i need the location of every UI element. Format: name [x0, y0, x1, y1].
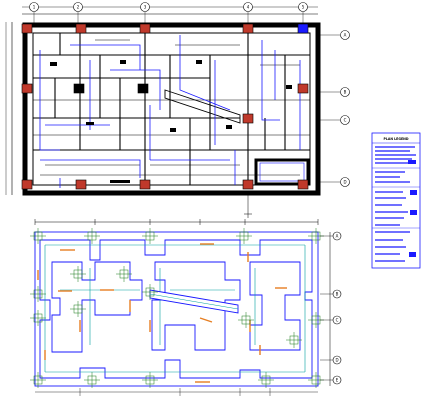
svg-text:B: B	[344, 90, 347, 95]
plan-legend: PLAN LEGEND	[371, 132, 421, 269]
grid-bubble-d: D	[340, 177, 350, 187]
legend-title: PLAN LEGEND	[384, 137, 409, 141]
svg-text:C: C	[336, 318, 339, 323]
grid-bubble-a: A	[340, 30, 350, 40]
svg-text:A: A	[336, 234, 339, 239]
grid-bubble-3: 3	[140, 2, 150, 12]
svg-text:E: E	[336, 378, 339, 383]
svg-text:2: 2	[77, 5, 80, 10]
grid-bubble-e: E	[332, 375, 342, 385]
upper-plan-columns	[21, 23, 309, 190]
grid-bubble-4: 4	[243, 2, 253, 12]
grid-bubble-2: 2	[73, 2, 83, 12]
grid-bubble-c: C	[332, 315, 342, 325]
grid-bubble-b: B	[332, 289, 342, 299]
upper-plan-grid-right: A B C D	[318, 30, 350, 187]
svg-text:3: 3	[144, 5, 147, 10]
svg-text:1: 1	[33, 5, 36, 10]
upper-floor-plan: 1 2 3 4 5	[5, 2, 350, 218]
svg-text:D: D	[335, 358, 338, 363]
svg-text:C: C	[344, 118, 347, 123]
grid-bubble-a: A	[332, 231, 342, 241]
grid-bubble-5: 5	[298, 2, 308, 12]
grid-bubble-c: C	[340, 115, 350, 125]
grid-bubble-b: B	[340, 87, 350, 97]
foundation-grid-right: A B C D E	[332, 231, 342, 385]
grid-bubble-1: 1	[29, 2, 39, 12]
svg-text:D: D	[343, 180, 346, 185]
foundation-plan: A B C D E	[30, 219, 342, 396]
svg-text:B: B	[336, 292, 339, 297]
svg-text:4: 4	[247, 5, 250, 10]
upper-plan-grid-top: 1 2 3 4 5	[29, 2, 308, 24]
svg-text:5: 5	[302, 5, 305, 10]
foundation-columns	[30, 228, 324, 388]
svg-text:A: A	[344, 33, 347, 38]
grid-bubble-d: D	[332, 355, 342, 365]
